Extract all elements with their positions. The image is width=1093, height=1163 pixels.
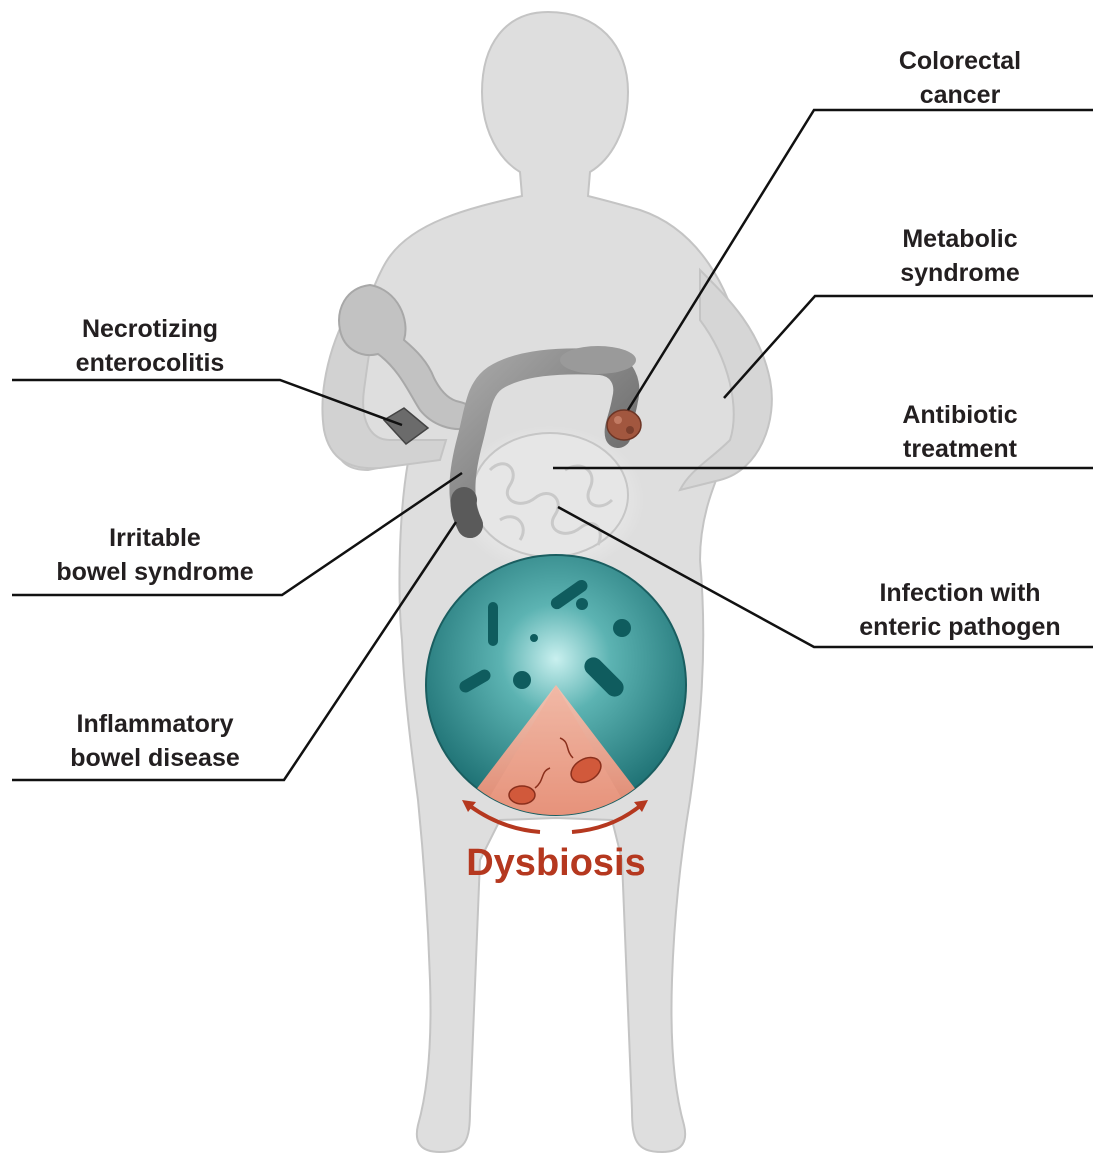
leader-metabolic-syndrome xyxy=(724,296,1093,398)
dysbiosis-label: Dysbiosis xyxy=(456,842,656,885)
label-irritable-bowel-syndrome: Irritable bowel syndrome xyxy=(40,521,270,589)
label-inflammatory-bowel-disease: Inflammatory bowel disease xyxy=(40,707,270,775)
label-necrotizing-enterocolitis: Necrotizing enterocolitis xyxy=(40,312,260,380)
label-metabolic-syndrome: Metabolic syndrome xyxy=(860,222,1060,290)
label-antibiotic-treatment: Antibiotic treatment xyxy=(860,398,1060,466)
colorectal-tumor xyxy=(607,410,641,440)
label-colorectal-cancer: Colorectal cancer xyxy=(860,44,1060,112)
label-infection-enteric-pathogen: Infection with enteric pathogen xyxy=(830,576,1090,644)
